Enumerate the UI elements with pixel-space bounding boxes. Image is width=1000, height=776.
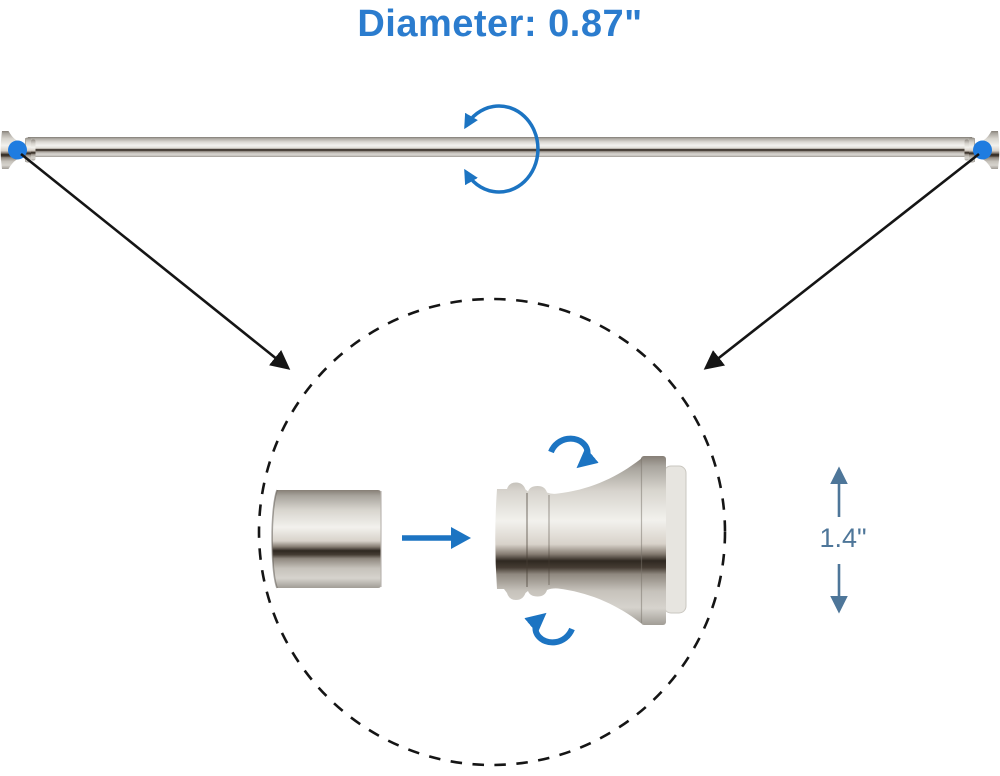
- height-dimension-label: 1.4": [819, 523, 867, 553]
- finial-plastic-cap: [663, 465, 687, 614]
- insert-arrow-icon: [402, 527, 471, 549]
- rotation-ellipse-icon: [464, 104, 540, 194]
- finial-rim-disc: [641, 456, 666, 625]
- diagram-title: Diameter: 0.87": [357, 3, 643, 45]
- detail-circle: [257, 297, 727, 767]
- rotate-arrow-top-icon: [548, 435, 599, 469]
- tension-rod: [0, 130, 1000, 170]
- finial-piece: [495, 456, 687, 625]
- callout-arrow-right: [703, 152, 980, 370]
- rod-tube-piece: [271, 489, 382, 589]
- rod-body: [28, 137, 972, 157]
- callout-arrow-left: [20, 152, 291, 370]
- finial-metal-body: [495, 458, 642, 624]
- rotate-arrow-bottom-icon: [524, 612, 575, 646]
